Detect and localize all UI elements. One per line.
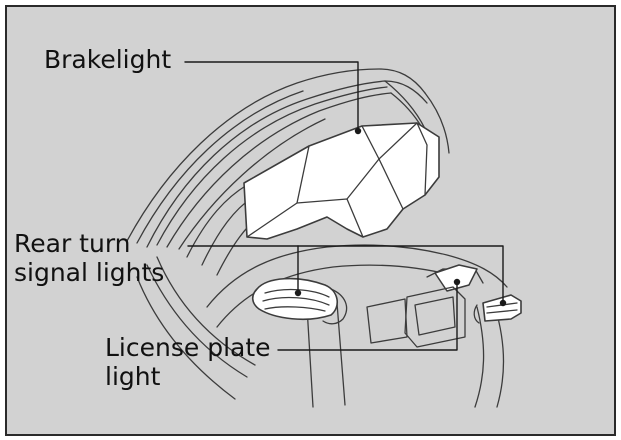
lower-body-lines: [136, 244, 508, 408]
brakelight-pointer-dot: [354, 127, 362, 135]
license-plate-light-label: License plate light: [105, 333, 271, 391]
motorcycle-rear-drawing: [126, 61, 522, 408]
brakelight-unit: [243, 122, 440, 240]
right-turn-signal-lamp: [473, 294, 522, 324]
illustration-frame: Brakelight Rear turn signal lights Licen…: [5, 5, 616, 436]
right-turn-pointer-dot: [499, 299, 507, 307]
left-turn-pointer-dot: [294, 289, 302, 297]
license-plate-light-unit: [366, 264, 478, 348]
brakelight-label: Brakelight: [44, 45, 172, 74]
license-plate-pointer-dot: [453, 278, 461, 286]
leader-dots: [294, 127, 507, 307]
brakelight-leader-line: [184, 61, 359, 130]
leader-lines: [184, 61, 504, 351]
license-plate-leader-line: [277, 283, 458, 351]
turn-signal-leader-line: [187, 245, 504, 302]
left-turn-signal-lamp: [251, 277, 348, 325]
rear-cowl-outline: [126, 68, 450, 276]
rear-turn-signal-lights-label: Rear turn signal lights: [14, 229, 165, 287]
